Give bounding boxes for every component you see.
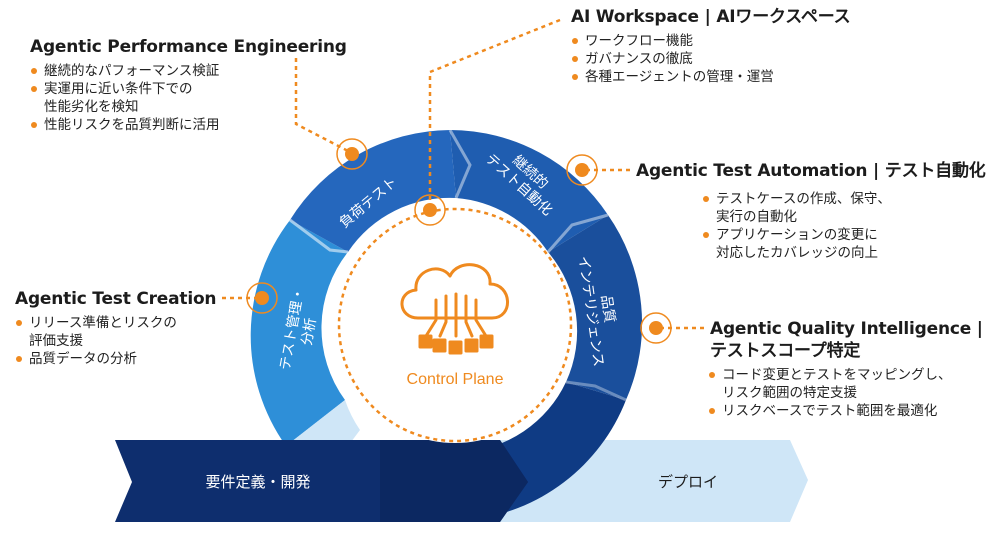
bullet-line: リスクベースでテスト範囲を最適化 [722, 403, 938, 419]
callout-intelligence-bullets: コード変更とテストをマッピングし、リスク範囲の特定支援リスクベースでテスト範囲を… [708, 366, 983, 420]
cloud-network-icon [400, 263, 509, 355]
deploy-label: デプロイ [658, 473, 718, 491]
ring-segment-quality-intelligence [548, 215, 643, 400]
bullet-item: アプリケーションの変更に対応したカバレッジの向上 [702, 226, 986, 262]
dot-creation [246, 282, 278, 314]
bullet-line: 対応したカバレッジの向上 [716, 245, 878, 261]
bullet-item: リリース準備とリスクの評価支援 [15, 314, 216, 350]
bullet-line: ワークフロー機能 [585, 33, 693, 49]
callout-creation-bullets: リリース準備とリスクの評価支援品質データの分析 [15, 314, 216, 368]
bullet-line: 実運用に近い条件下での [44, 81, 193, 97]
callout-intelligence-title: Agentic Quality Intelligence | [710, 319, 983, 339]
bullet-item: リスクベースでテスト範囲を最適化 [708, 402, 983, 420]
bullet-item: 各種エージェントの管理・運営 [571, 68, 850, 86]
callout-performance-title: Agentic Performance Engineering [30, 37, 347, 57]
callout-intelligence-title-line2: テストスコープ特定 [710, 341, 861, 361]
bullet-item: ワークフロー機能 [571, 32, 850, 50]
callout-performance: Agentic Performance Engineering 継続的なパフォー… [30, 36, 347, 134]
dot-intelligence [640, 312, 672, 344]
callout-intelligence: Agentic Quality Intelligence | テストスコープ特定… [708, 318, 983, 420]
center-label: Control Plane [407, 371, 504, 388]
bullet-item: コード変更とテストをマッピングし、リスク範囲の特定支援 [708, 366, 983, 402]
bullet-line: リリース準備とリスクの [29, 315, 177, 331]
bullet-item: テストケースの作成、保守、実行の自動化 [702, 190, 986, 226]
bullet-item: 実運用に近い条件下での性能劣化を検知 [30, 80, 347, 116]
callout-automation: Agentic Test Automation | テスト自動化 テストケースの… [636, 160, 986, 262]
callout-workspace: AI Workspace | AIワークスペース ワークフロー機能ガバナンスの徹… [571, 6, 851, 86]
bullet-line: 品質データの分析 [29, 351, 137, 367]
ring-segment-test-management [250, 220, 348, 446]
bullet-item: 継続的なパフォーマンス検証 [30, 62, 347, 80]
bullet-line: 各種エージェントの管理・運営 [585, 69, 774, 85]
bullet-item: ガバナンスの徹底 [571, 50, 850, 68]
dot-workspace [414, 194, 446, 226]
bullet-item: 性能リスクを品質判断に活用 [30, 116, 347, 134]
connector-lines [222, 18, 708, 330]
bullet-item: 品質データの分析 [15, 350, 216, 368]
callout-automation-bullets: テストケースの作成、保守、実行の自動化アプリケーションの変更に対応したカバレッジ… [702, 190, 986, 262]
segment-label-line: 品質 [598, 294, 618, 324]
bullet-line: 評価支援 [29, 333, 83, 349]
bullet-line: ガバナンスの徹底 [585, 51, 693, 67]
bullet-line: 性能リスクを品質判断に活用 [44, 117, 220, 133]
connector-dots [246, 138, 672, 344]
requirements-label: 要件定義・開発 [205, 473, 310, 491]
dot-performance [336, 138, 368, 170]
dot-automation [566, 154, 598, 186]
bullet-line: テストケースの作成、保守、 [716, 191, 891, 207]
lifecycle-ring [250, 129, 643, 520]
bullet-line: アプリケーションの変更に [716, 227, 878, 243]
ring-segment-load-test [290, 130, 456, 252]
callout-creation: Agentic Test Creation リリース準備とリスクの評価支援品質デ… [15, 288, 217, 368]
segment-label-line: 分析 [299, 316, 320, 346]
connector-performance [294, 58, 351, 154]
callout-performance-bullets: 継続的なパフォーマンス検証実運用に近い条件下での性能劣化を検知性能リスクを品質判… [30, 62, 347, 134]
bullet-line: 性能劣化を検知 [44, 99, 139, 115]
callout-creation-title: Agentic Test Creation [15, 289, 217, 309]
bullet-line: コード変更とテストをマッピングし、 [722, 367, 952, 383]
ring-segment-continuous-automation [450, 130, 608, 252]
bullet-line: 継続的なパフォーマンス検証 [44, 63, 220, 79]
callout-automation-title: Agentic Test Automation | テスト自動化 [636, 161, 986, 181]
bullet-line: リスク範囲の特定支援 [722, 385, 857, 401]
callout-workspace-title: AI Workspace | AIワークスペース [571, 7, 851, 27]
callout-workspace-bullets: ワークフロー機能ガバナンスの徹底各種エージェントの管理・運営 [571, 32, 850, 86]
bullet-line: 実行の自動化 [716, 209, 797, 225]
